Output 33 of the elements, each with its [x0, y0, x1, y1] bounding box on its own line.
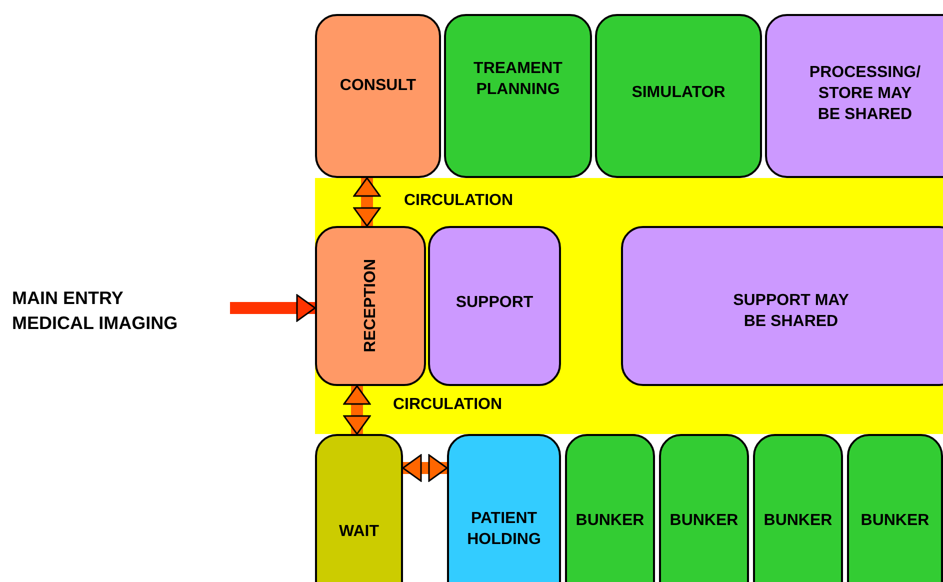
room-label: BUNKER: [860, 511, 930, 531]
room-box: [447, 434, 561, 582]
room-label: RECEPTION: [361, 259, 380, 353]
room-box: [315, 226, 426, 386]
room-box: [765, 14, 943, 178]
room-box: [659, 434, 749, 582]
block-arrow: [343, 385, 371, 435]
room-box: [444, 14, 592, 178]
block-arrow: [402, 454, 448, 482]
room-label: SUPPORT: [456, 293, 534, 313]
room-label: PROCESSING/ STORE MAY BE SHARED: [809, 63, 921, 125]
room-box: [315, 434, 403, 582]
room-box: [315, 14, 441, 178]
room-label: PATIENT HOLDING: [466, 509, 542, 550]
area-label: CIRCULATION: [393, 396, 502, 414]
room-label: CONSULT: [340, 76, 416, 96]
room-label: SUPPORT MAY BE SHARED: [732, 291, 850, 332]
room-label: BUNKER: [670, 511, 738, 531]
room-label: WAIT: [339, 522, 379, 542]
room-box: [621, 226, 943, 386]
room-box: [753, 434, 843, 582]
room-label: TREAMENT PLANNING: [472, 59, 564, 100]
area-label: CIRCULATION: [404, 192, 514, 210]
entry-label: MAIN ENTRY MEDICAL IMAGING: [12, 286, 197, 336]
room-label: BUNKER: [764, 511, 832, 531]
block-arrow: [230, 294, 316, 322]
room-box: [595, 14, 762, 178]
room-label: BUNKER: [576, 511, 644, 531]
room-box: [565, 434, 655, 582]
room-box: [847, 434, 943, 582]
room-box: [428, 226, 561, 386]
block-arrow: [353, 177, 381, 227]
room-label: SIMULATOR: [632, 83, 726, 103]
